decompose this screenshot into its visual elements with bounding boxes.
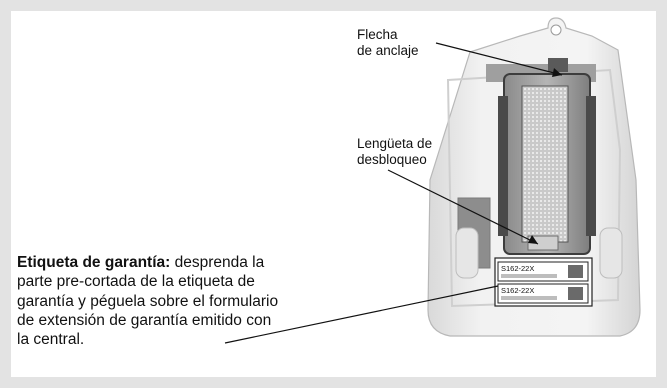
warranty-sticker: S162-22X S162-22X	[494, 257, 593, 307]
release-tab-leader	[387, 169, 539, 245]
sticker-qr-bottom	[568, 287, 583, 300]
sticker-barcode-top	[501, 274, 557, 278]
anchor-arrow-line-1: Flecha	[357, 27, 398, 42]
anchor-arrow-leader	[435, 42, 563, 76]
sticker-barcode-bottom	[501, 296, 557, 300]
anchor-arrow-line-2: de anclaje	[357, 43, 419, 58]
anchor-arrowhead	[552, 68, 562, 77]
sticker-code-bottom: S162-22X	[501, 286, 534, 295]
battery-pack	[498, 73, 596, 255]
sticker-qr-top	[568, 265, 583, 278]
release-tab-arrowhead	[528, 235, 538, 244]
warranty-label-text: desprenda la parte pre-cortada de la eti…	[17, 254, 279, 349]
release-tab-line-1: Lengüeta de	[357, 136, 433, 151]
release-tab-line-2: desbloqueo	[357, 152, 427, 167]
sticker-code-top: S162-22X	[501, 264, 534, 273]
warranty-label-heading: Etiqueta de garantía:	[17, 254, 171, 271]
release-tab-callout: Lengüeta de desbloqueo	[357, 136, 432, 168]
anchor-arrow-callout: Flecha de anclaje	[357, 27, 419, 59]
warranty-label-leader	[224, 285, 499, 344]
warranty-label-description: Etiqueta de garantía: desprenda la parte…	[17, 253, 279, 349]
